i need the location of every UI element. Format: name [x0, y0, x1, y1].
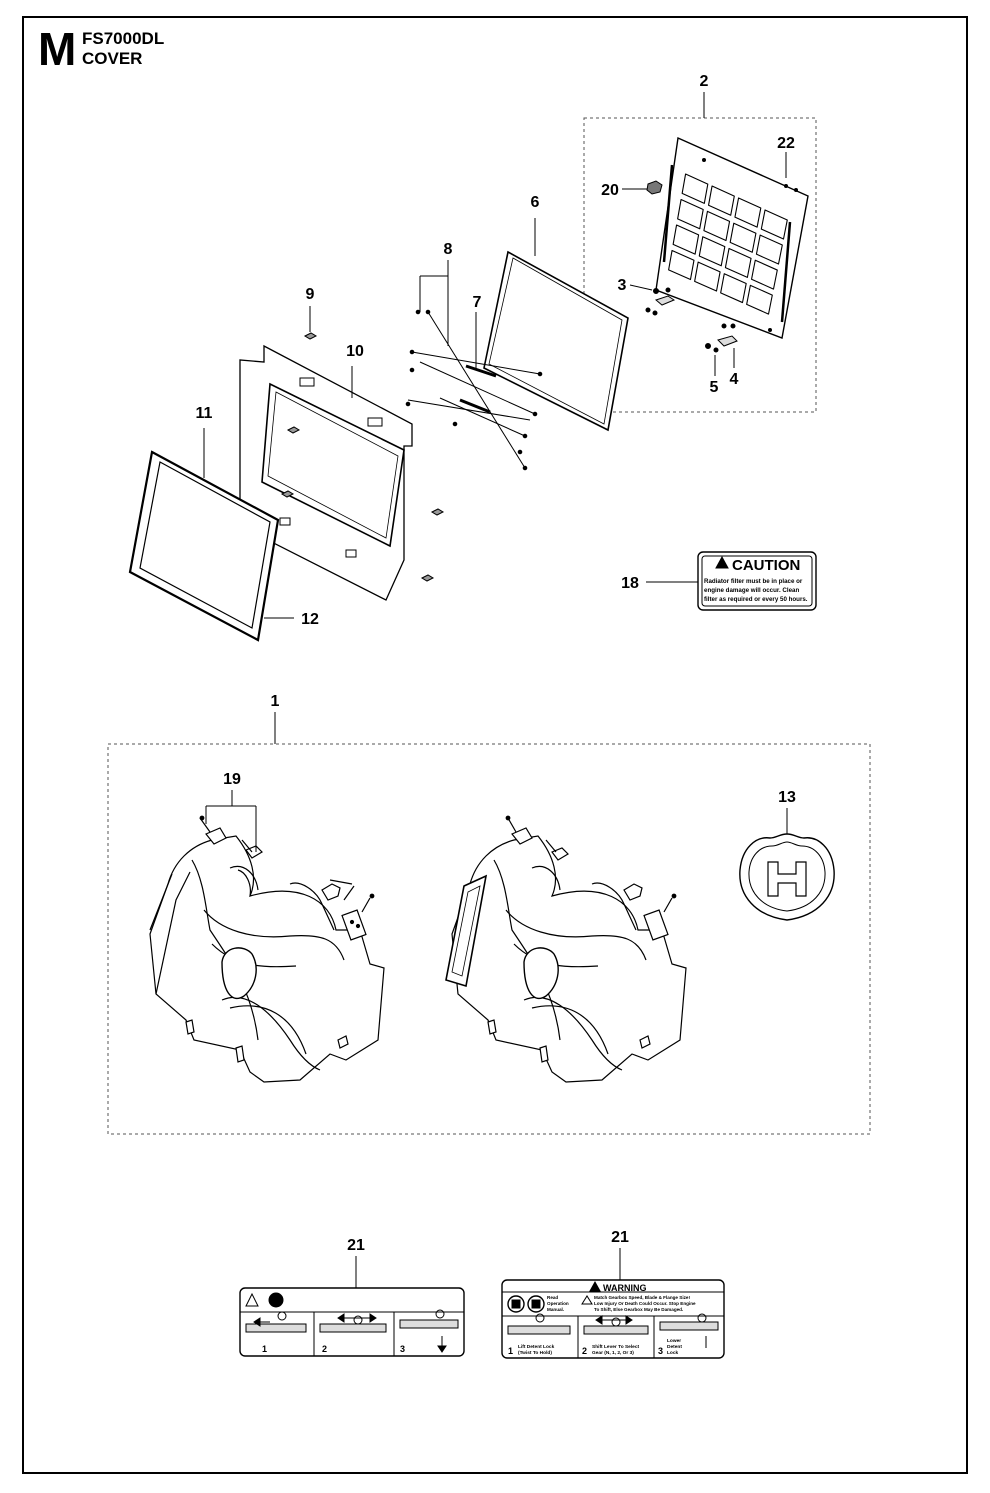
callout-3: 3	[618, 277, 627, 294]
callout-4: 4	[730, 371, 739, 388]
callout-18: 18	[621, 575, 639, 592]
knob-part-20	[622, 180, 663, 195]
mounting-plate-part-10	[239, 344, 445, 601]
warning-step-2-num: 2	[582, 1346, 587, 1356]
warning-text-1: Match Gearbox Speed, Blade & Flange Size…	[594, 1295, 690, 1300]
warning-decal-21	[501, 1279, 725, 1359]
section-title: COVER	[82, 49, 143, 68]
logo-emblem-13	[739, 808, 835, 921]
leader-19	[205, 790, 257, 852]
cover-right-part	[445, 815, 687, 1083]
warning-step-3-line-2: Detent	[667, 1344, 682, 1350]
wire-assembly-parts-7-8	[405, 260, 543, 471]
callout-8: 8	[444, 241, 453, 258]
warning-step-1-line-1: Lift Detent Lock	[518, 1344, 555, 1350]
filter-grid-cell	[746, 284, 773, 315]
pictogram-step-1: 1	[262, 1344, 267, 1354]
warning-step-1-num: 1	[508, 1346, 513, 1356]
outer-frame-part-11-12	[128, 428, 294, 642]
filter-grid-cell	[681, 173, 709, 204]
filter-grid-cell	[729, 222, 757, 253]
caution-line-3: filter as required or every 50 hours.	[704, 596, 808, 603]
callout-11: 11	[196, 405, 213, 422]
callout-9: 9	[306, 286, 315, 303]
callout-13: 13	[778, 789, 796, 806]
filter-grid-cell	[672, 224, 700, 255]
warning-step-3-line-3: Lock	[667, 1350, 679, 1356]
caution-heading: CAUTION	[732, 557, 800, 574]
filter-grid-cell	[707, 185, 735, 216]
callout-6: 6	[531, 194, 540, 211]
warning-step-3-line-1: Lower	[667, 1338, 681, 1344]
callout-10: 10	[346, 343, 364, 360]
caution-decal-18	[646, 551, 817, 611]
warning-text-2: Low Injury Or Death Could Occur. Stop En…	[594, 1301, 696, 1306]
callout-5: 5	[710, 379, 719, 396]
filter-grid-cell	[703, 210, 731, 242]
filter-grid-cell	[734, 197, 762, 228]
caution-line-1: Radiator filter must be in place or	[704, 578, 803, 585]
filter-grid-cell	[755, 234, 783, 265]
assembly-box-1	[107, 743, 871, 1135]
warning-text-3: To Shift, Else Gearbox May Be Damaged.	[594, 1307, 683, 1312]
section-letter: M	[38, 23, 76, 75]
warning-step-2-line-2: Gear (N, 1, 2, Or 3)	[592, 1350, 634, 1356]
callout-2: 2	[700, 73, 709, 90]
bracket-hardware-3-4-5	[629, 284, 738, 376]
callout-19: 19	[223, 771, 241, 788]
callout-22: 22	[777, 135, 795, 152]
page-frame	[22, 16, 968, 1474]
filter-grid-cell	[677, 198, 704, 230]
caution-line-2: engine damage will occur. Clean	[704, 587, 799, 594]
assembly-box-2	[583, 117, 817, 413]
shift-pictogram-decal-21	[239, 1287, 465, 1357]
warning-step-3-num: 3	[658, 1346, 663, 1356]
pictogram-step-2: 2	[322, 1344, 327, 1354]
cover-left-part	[149, 815, 385, 1083]
warning-heading: WARNING	[603, 1283, 647, 1293]
callout-12: 12	[301, 611, 319, 628]
filter-grid-cell	[724, 247, 752, 278]
model-name: FS7000DL	[82, 29, 165, 48]
filter-grid-cell	[668, 249, 695, 281]
warning-step-1-line-2: (Twist To Hold)	[518, 1350, 552, 1356]
callout-20: 20	[601, 182, 619, 199]
fastener-part-9	[303, 306, 318, 340]
filter-grid-cell	[760, 209, 788, 240]
warning-read-3: Manual.	[547, 1307, 564, 1312]
callout-1: 1	[271, 693, 280, 710]
filter-grid-cell	[720, 273, 747, 304]
filter-panel-part	[655, 136, 809, 339]
callout-21-right: 21	[611, 1229, 629, 1246]
callout-21-left: 21	[347, 1237, 365, 1254]
warning-read-1: Read	[547, 1295, 558, 1300]
warning-read-2: Operation	[547, 1301, 569, 1306]
filter-grid-cell	[698, 236, 726, 267]
filter-media-part-6	[483, 218, 629, 432]
pictogram-step-3: 3	[400, 1344, 405, 1354]
filter-grid-cell	[694, 261, 721, 292]
warning-step-2-line-1: Shift Lever To Select	[592, 1344, 639, 1350]
callout-7: 7	[473, 294, 482, 311]
filter-grid-cell	[751, 259, 778, 290]
